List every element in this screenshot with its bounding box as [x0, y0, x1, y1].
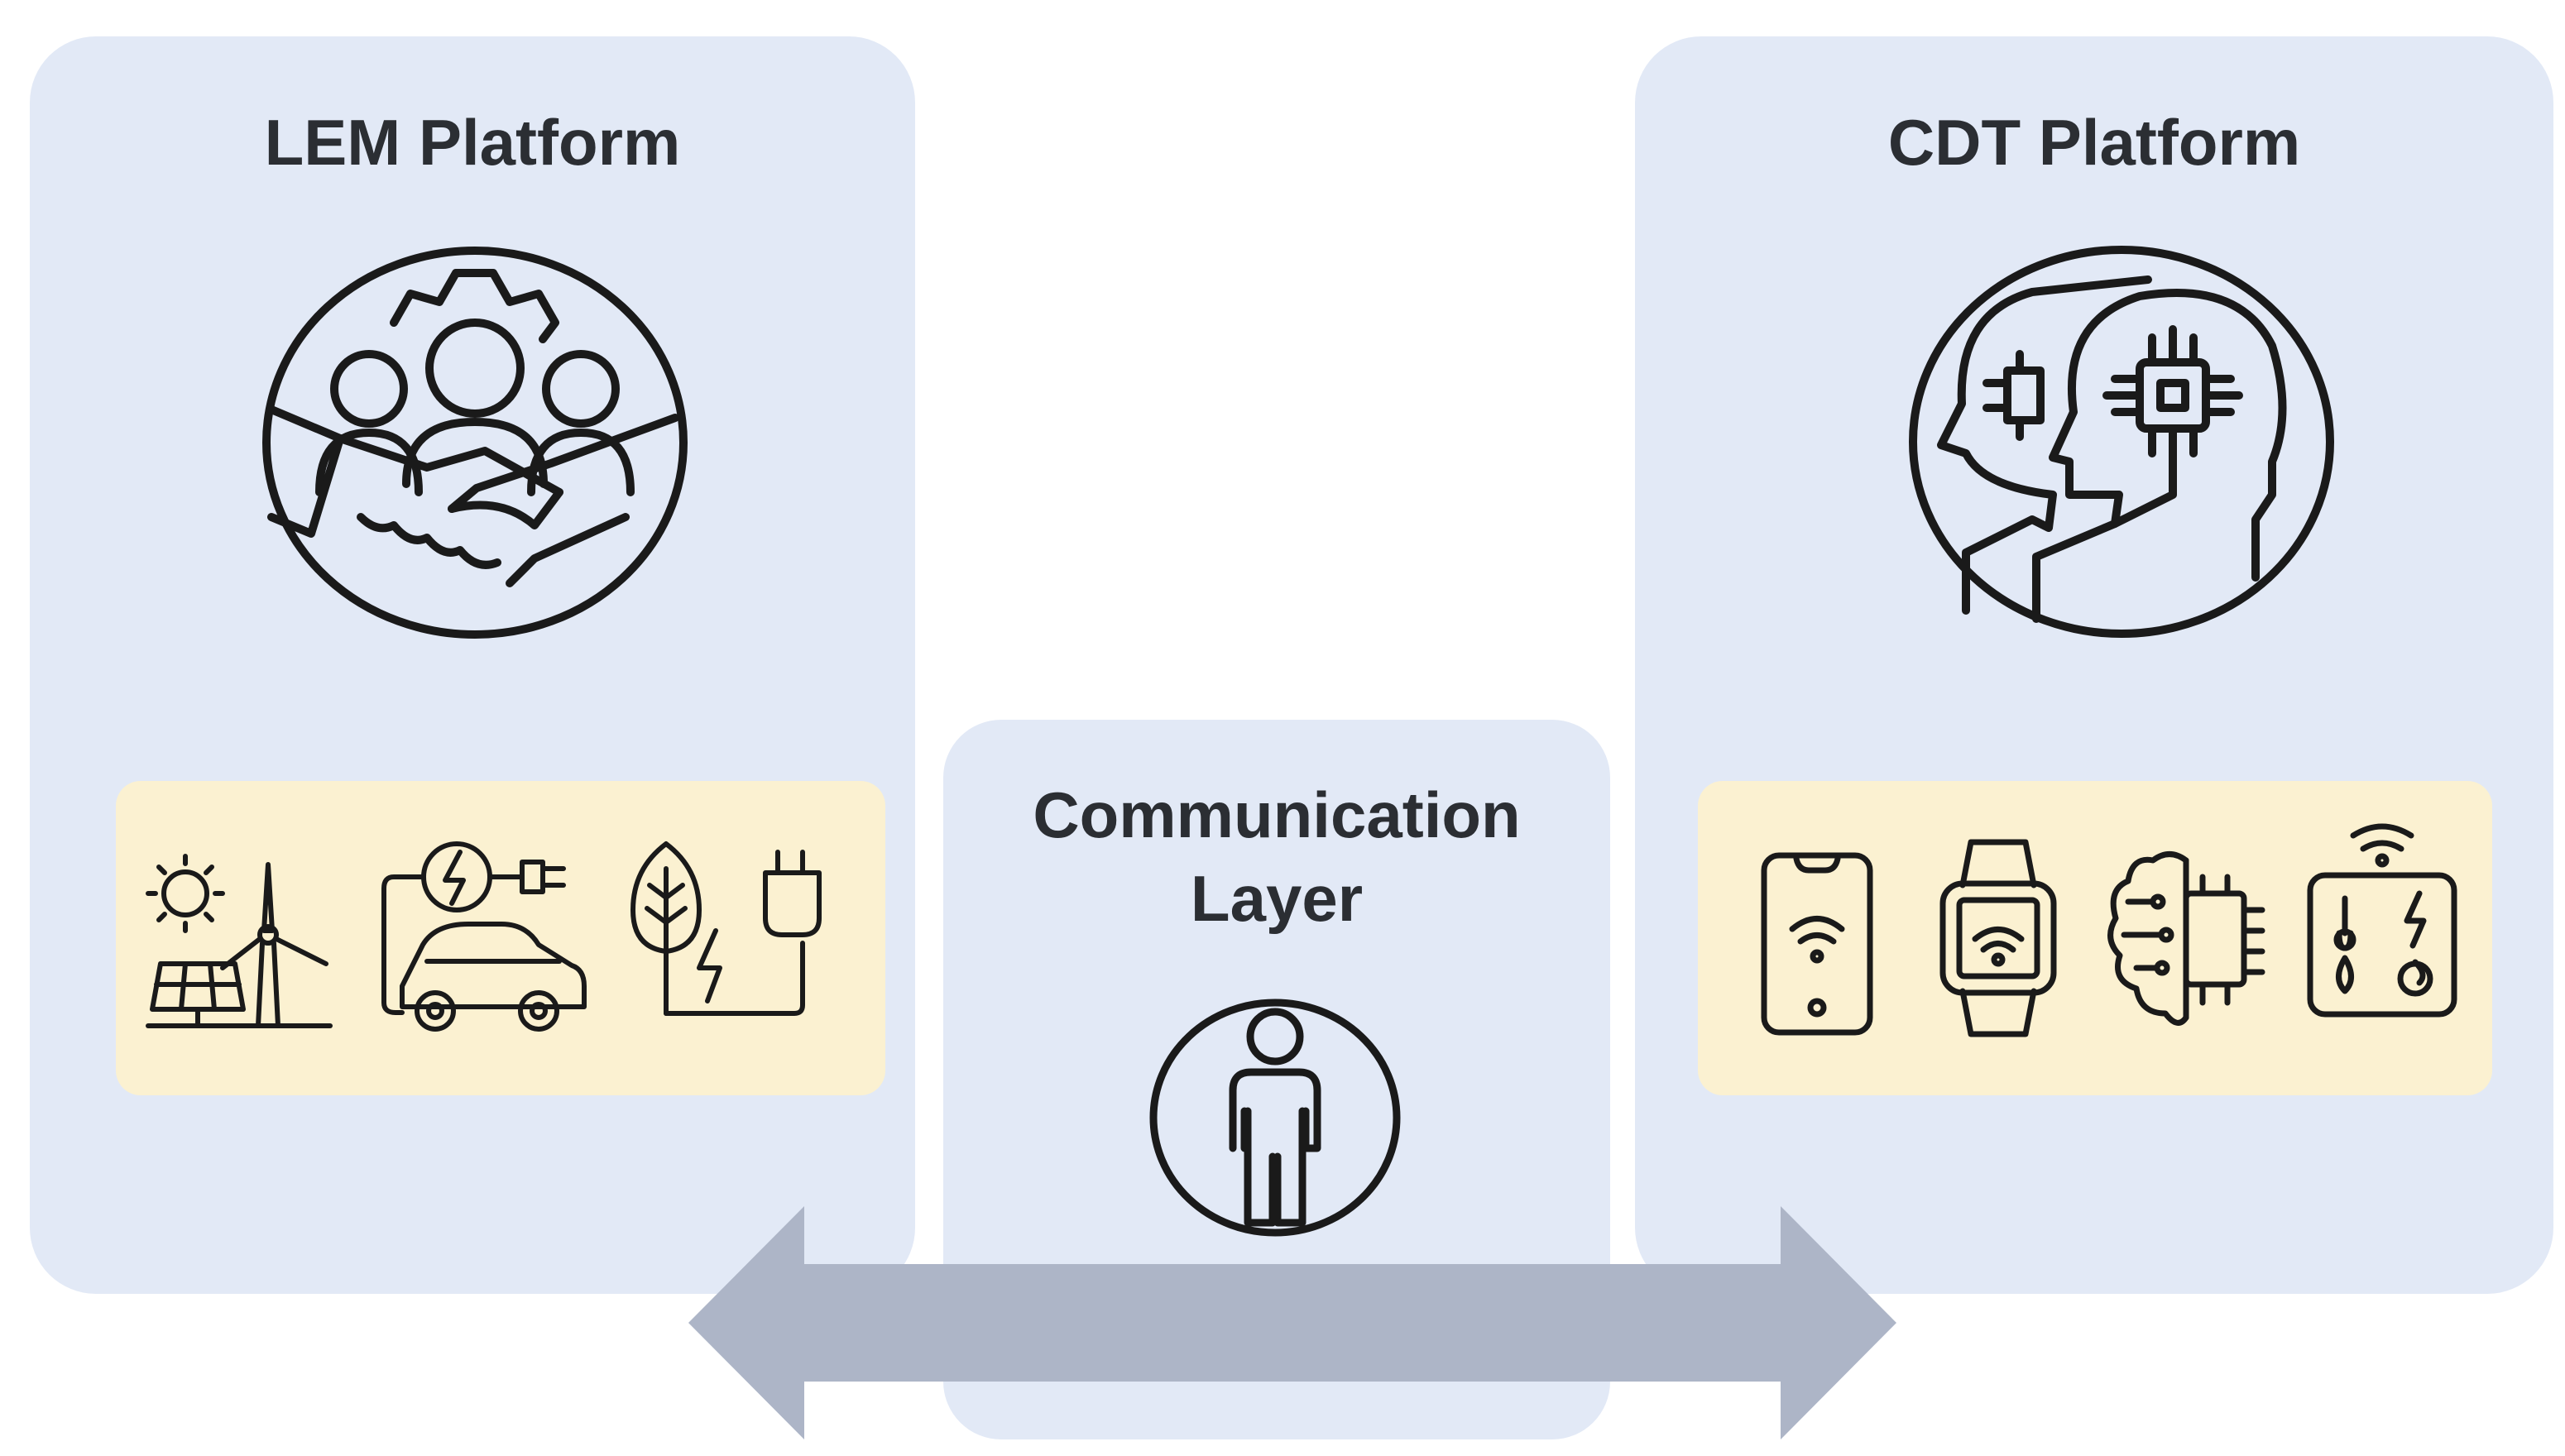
handshake-people-gear-icon: [261, 244, 688, 641]
smartphone-wifi-icon: [1759, 850, 1875, 1037]
double-arrow-icon: [688, 1206, 1896, 1439]
person-icon: [1149, 999, 1401, 1237]
smartwatch-wifi-icon: [1938, 836, 2059, 1041]
communication-layer-title: Communication Layer: [943, 774, 1610, 941]
sun-wind-solar-icon: [144, 852, 334, 1034]
green-energy-plug-icon: [629, 836, 841, 1023]
electric-car-charging-icon: [377, 837, 592, 1036]
cdt-platform-title: CDT Platform: [1887, 106, 2301, 179]
digital-twin-heads-chip-icon: [1908, 246, 2335, 640]
smart-sensor-panel-icon: [2304, 817, 2461, 1021]
brain-circuit-icon: [2103, 844, 2269, 1036]
cdt-platform-panel: [1635, 36, 2553, 1294]
communication-layer-title-line1: Communication: [1033, 778, 1521, 851]
communication-layer-title-line2: Layer: [1190, 862, 1364, 936]
lem-platform-title: LEM Platform: [264, 106, 681, 179]
lem-platform-panel: [30, 36, 915, 1294]
lem-energy-strip: [116, 781, 885, 1095]
